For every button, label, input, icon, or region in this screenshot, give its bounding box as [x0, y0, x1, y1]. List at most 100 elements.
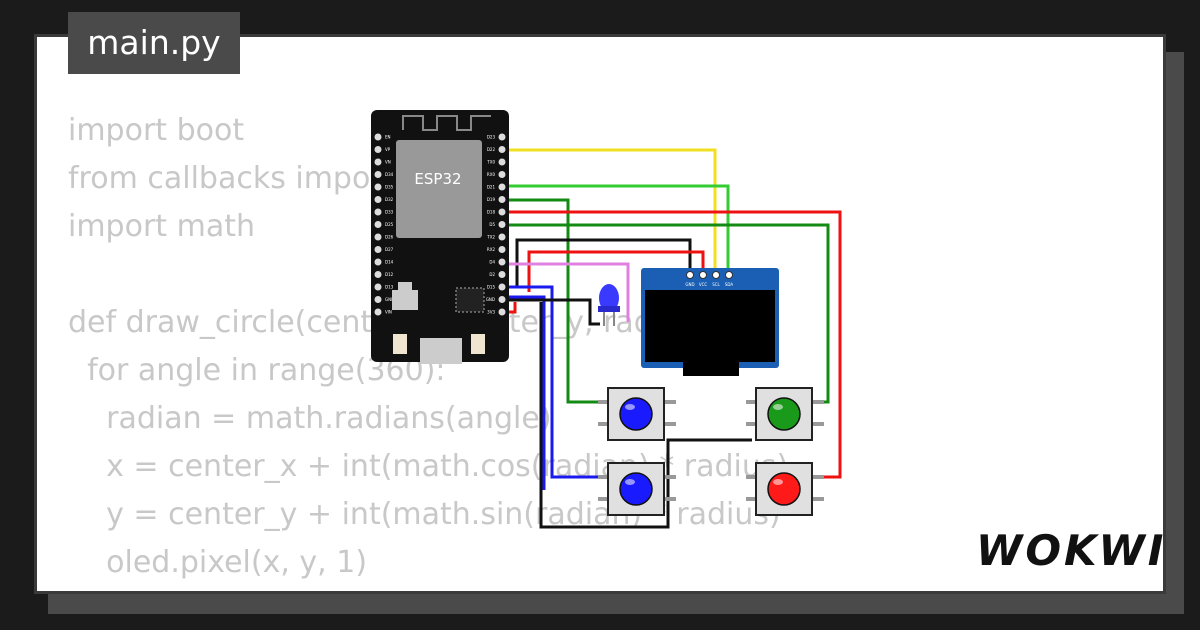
esp32-pin[interactable] — [374, 271, 382, 278]
code-line: y = center_y + int(math.sin(radian) * ra… — [68, 497, 781, 532]
oled-screen — [645, 290, 775, 362]
esp32-pin[interactable] — [498, 221, 506, 228]
oled-pin[interactable] — [686, 271, 694, 279]
esp32-pin-label: D34 — [385, 172, 394, 177]
esp32-pin[interactable] — [498, 133, 506, 141]
wires — [502, 148, 842, 529]
wire-red-vcc — [527, 250, 705, 292]
push-button-blue-bottom[interactable] — [598, 462, 676, 516]
esp32-pin[interactable] — [498, 258, 506, 266]
oled-pin-label: SDA — [725, 282, 734, 287]
esp32-pin-label: GND — [385, 297, 394, 302]
esp32-pin-label: D18 — [487, 210, 496, 215]
esp32-pins-right: D23D22TX0RX0D21D19D18D5TX2RX2D4D2D15GND3… — [486, 133, 506, 316]
code-line: import boot — [68, 113, 245, 148]
oled-display: GND VCC SCL SDA — [641, 268, 779, 376]
esp32-pin-label: TX2 — [486, 235, 495, 240]
wire-blue-button-2 — [502, 295, 546, 490]
wire-black-led — [502, 298, 600, 326]
wokwi-logo: WOKWI — [976, 526, 1167, 575]
esp32-pin-label: D33 — [385, 210, 394, 215]
wire-black-button — [539, 302, 752, 529]
esp32-pin-label: D4 — [489, 260, 495, 265]
esp32-pin-label: GND — [486, 297, 495, 302]
esp32-pin[interactable] — [374, 183, 382, 191]
wire-yellow-scl — [502, 148, 717, 272]
esp32-pin[interactable] — [498, 146, 506, 153]
esp32-pin[interactable] — [498, 183, 506, 191]
esp32-chip-label: ESP32 — [414, 170, 461, 188]
esp32-pin[interactable] — [498, 271, 506, 278]
oled-pin[interactable] — [699, 271, 707, 279]
esp32-pin[interactable] — [374, 221, 382, 228]
esp32-pin-label: D5 — [489, 222, 495, 227]
esp32-pin-label: D2 — [489, 272, 495, 277]
oled-pin-header: GND VCC SCL SDA — [685, 271, 734, 287]
oled-pin[interactable] — [712, 271, 720, 279]
esp32-pin[interactable] — [374, 283, 382, 291]
esp32-pin[interactable] — [374, 196, 382, 203]
esp32-pin[interactable] — [374, 158, 382, 166]
push-button-green[interactable] — [746, 387, 824, 441]
esp32-pin[interactable] — [374, 296, 382, 303]
esp32-pin[interactable] — [498, 246, 506, 253]
esp32-pin[interactable] — [498, 171, 506, 178]
esp32-pins-left: ENVPVND34D35D32D33D25D26D27D14D12D13GNDV… — [374, 133, 394, 316]
esp32-pin-label: VN — [385, 160, 391, 165]
oled-pin-label: VCC — [699, 282, 708, 287]
esp32-pin-label: D22 — [487, 147, 496, 152]
wire-green-sda — [502, 184, 730, 272]
wire-pink-led — [502, 262, 630, 322]
esp32-pin-label: D35 — [385, 185, 394, 190]
esp32-pin[interactable] — [498, 283, 506, 291]
en-button[interactable] — [393, 334, 407, 354]
esp32-pin-label: 3V3 — [487, 310, 495, 315]
code-line: for angle in range(360): — [68, 353, 446, 388]
esp32-pin-label: D19 — [487, 197, 496, 202]
voltage-regulator — [392, 290, 418, 310]
esp32-pin[interactable] — [498, 208, 506, 216]
esp32-pin-label: D23 — [487, 135, 496, 140]
esp32-pin[interactable] — [374, 258, 382, 266]
esp32-pin[interactable] — [374, 208, 382, 216]
push-button-red[interactable] — [746, 462, 824, 516]
oled-pin[interactable] — [725, 271, 733, 279]
esp32-pin[interactable] — [374, 308, 382, 316]
esp32-pin[interactable] — [498, 296, 506, 303]
esp32-pin-label: TX0 — [486, 160, 495, 165]
esp32-pin-label: D25 — [385, 222, 394, 227]
wire-blue-button — [502, 285, 610, 479]
code-line: oled.pixel(x, y, 1) — [68, 545, 368, 580]
esp32-pin-label: D26 — [385, 235, 394, 240]
esp32-pin[interactable] — [374, 171, 382, 178]
esp32-pin-label: EN — [385, 135, 391, 140]
esp32-pin-label: VP — [385, 147, 391, 152]
esp32-pin-label: D32 — [385, 197, 394, 202]
esp32-pin[interactable] — [498, 233, 506, 241]
esp32-pin[interactable] — [498, 308, 506, 316]
esp32-pin-label: D14 — [385, 260, 394, 265]
wire-red-button — [502, 210, 842, 479]
esp32-board[interactable]: ESP32 ENVPVND34D35D32D33D25D26D27D14D12D… — [371, 110, 509, 364]
oled-pin-label: SCL — [712, 282, 720, 287]
esp32-pin[interactable] — [374, 146, 382, 153]
esp32-pin[interactable] — [374, 133, 382, 141]
code-line: import math — [68, 209, 255, 244]
esp32-pin[interactable] — [498, 196, 506, 203]
oled-pin-label: GND — [685, 282, 694, 287]
esp32-pin[interactable] — [374, 246, 382, 253]
esp32-pin-label: RX0 — [487, 172, 496, 177]
usb-chip — [455, 287, 485, 313]
filename-tab[interactable]: main.py — [68, 12, 240, 74]
esp32-pin-label: D12 — [385, 272, 394, 277]
boot-button[interactable] — [471, 334, 485, 354]
blue-led — [598, 284, 620, 326]
esp32-module — [396, 140, 482, 238]
esp32-pin-label: D15 — [487, 285, 496, 290]
push-button-blue-top[interactable] — [598, 387, 676, 441]
push-buttons — [598, 387, 824, 516]
esp32-pin[interactable] — [374, 233, 382, 241]
esp32-pin[interactable] — [498, 158, 506, 166]
